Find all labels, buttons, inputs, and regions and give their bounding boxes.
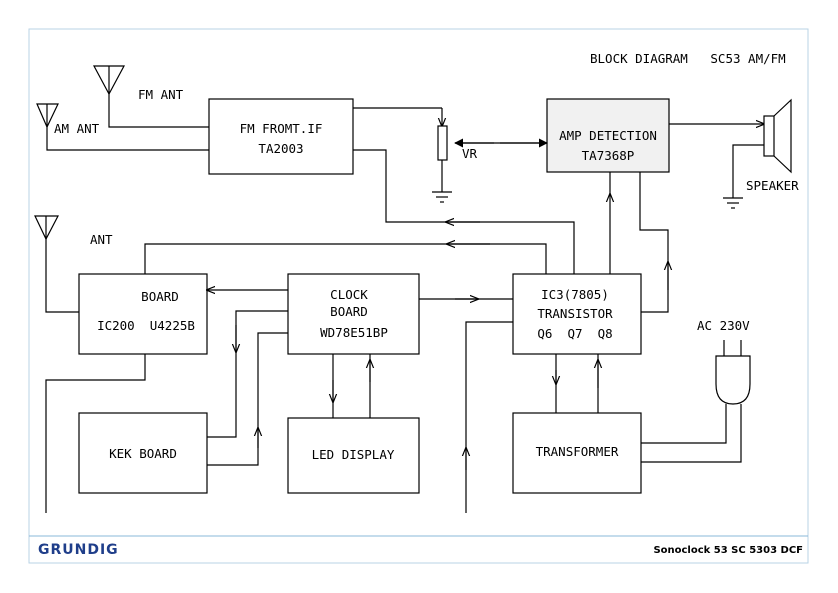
amp-detection-block: AMP DETECTION TA7368P: [546, 98, 670, 173]
clock-label: CLOCK: [330, 287, 368, 302]
led-display-block: LED DISPLAY: [287, 417, 420, 494]
diagram-title: BLOCK DIAGRAM SC53 AM/FM: [590, 51, 786, 66]
kek-board-block: KEK BOARD: [78, 412, 208, 494]
am-antenna: AM ANT: [36, 103, 209, 151]
wire-kek-clock-b: [207, 332, 288, 466]
wire-input-ic3: [465, 321, 513, 513]
fm-antenna: FM ANT: [92, 65, 209, 128]
fm-ant-label: FM ANT: [138, 87, 184, 102]
transistors-label: Q6 Q7 Q8: [537, 326, 612, 341]
led-display-label: LED DISPLAY: [312, 447, 395, 462]
wire-fm-ic3: [353, 149, 575, 274]
ant-label: ANT: [90, 232, 113, 247]
wire-board-out: [45, 354, 146, 513]
ac-plug-icon: AC 230V: [641, 318, 751, 463]
transistor-label: TRANSISTOR: [537, 306, 613, 321]
fm-front-label: FM FROMT.IF: [240, 121, 323, 136]
page-frame: [28, 28, 809, 564]
am-ant-label: AM ANT: [54, 121, 100, 136]
vr-label: VR: [462, 146, 478, 161]
clock-board-block: CLOCK BOARD WD78E51BP: [287, 273, 420, 355]
transformer-block: TRANSFORMER: [512, 412, 642, 494]
clock-board-ic: WD78E51BP: [320, 325, 388, 340]
wire-kek-clock-a: [207, 310, 288, 438]
fm-front-if-block: FM FROMT.IF TA2003: [208, 98, 354, 175]
ic3-transistor-block: IC3(7805) TRANSISTOR Q6 Q7 Q8: [512, 273, 642, 355]
board-label: BOARD: [141, 289, 179, 304]
model-label: Sonoclock 53 SC 5303 DCF: [653, 545, 803, 556]
amp-detection-ic: TA7368P: [582, 148, 635, 163]
clock-board-label: BOARD: [330, 304, 368, 319]
wire-amp-ic3-loop: [639, 172, 669, 313]
speaker-label: SPEAKER: [746, 178, 799, 193]
ic3-label: IC3(7805): [541, 287, 609, 302]
board-block: BOARD IC200 U4225B: [78, 273, 208, 355]
transformer-label: TRANSFORMER: [536, 444, 619, 459]
kek-board-label: KEK BOARD: [109, 446, 177, 461]
ant-antenna: ANT: [34, 215, 113, 313]
grundig-logo: GRUNDIG: [38, 542, 119, 558]
board-ic: IC200 U4225B: [97, 318, 195, 333]
vr-potentiometer: VR: [353, 107, 478, 203]
amp-detection-label: AMP DETECTION: [559, 128, 657, 143]
wire-ic3-board-bus: [144, 243, 547, 274]
speaker-icon: SPEAKER: [669, 98, 799, 209]
ac-label: AC 230V: [697, 318, 750, 333]
fm-front-ic: TA2003: [258, 141, 303, 156]
